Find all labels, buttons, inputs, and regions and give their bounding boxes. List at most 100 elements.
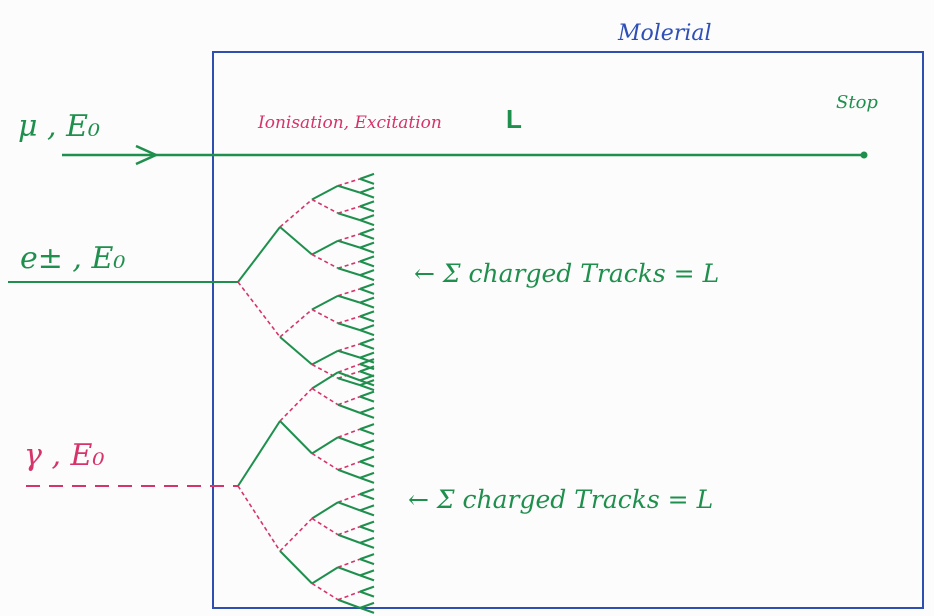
- shower-track: [337, 178, 361, 187]
- shower-track-end: [359, 601, 375, 609]
- shower-track: [337, 370, 361, 380]
- shower-track: [337, 233, 361, 242]
- shower-track-end: [359, 423, 375, 431]
- shower-track: [237, 226, 281, 283]
- shower-track-end: [359, 476, 375, 484]
- shower-track-end: [359, 329, 375, 337]
- shower-track: [311, 501, 339, 520]
- shower-track-end: [359, 219, 375, 227]
- shower-track-end: [359, 590, 375, 598]
- electron-charged-tracks-sum: ← Σ charged Tracks = L: [414, 259, 719, 288]
- shower-track-end: [359, 471, 375, 479]
- photon-shower: [237, 358, 375, 614]
- shower-track-end: [359, 574, 375, 582]
- shower-track: [337, 428, 361, 439]
- shower-track: [337, 294, 361, 304]
- shower-track: [337, 525, 361, 536]
- shower-track: [337, 260, 361, 270]
- shower-track-end: [359, 525, 375, 533]
- shower-track: [337, 349, 361, 359]
- shower-track-end: [359, 324, 375, 332]
- shower-track-end: [359, 232, 375, 240]
- shower-track: [311, 349, 339, 366]
- shower-track: [311, 436, 339, 455]
- shower-track: [337, 468, 361, 479]
- shower-track: [337, 377, 361, 387]
- shower-track-end: [359, 411, 375, 419]
- muon-label: μ , E₀: [18, 109, 100, 144]
- shower-track-end: [359, 214, 375, 222]
- shower-track: [279, 387, 313, 422]
- shower-track-end: [359, 384, 375, 392]
- shower-track-end: [359, 315, 375, 323]
- shower-track: [337, 590, 361, 601]
- shower-track: [279, 308, 313, 338]
- muon-stop-point: [860, 151, 868, 159]
- shower-track: [237, 281, 281, 338]
- shower-track-end: [359, 488, 375, 496]
- shower-track-end: [359, 342, 375, 350]
- shower-track-end: [359, 351, 375, 359]
- shower-track: [279, 198, 313, 228]
- shower-track: [337, 598, 361, 609]
- shower-track-end: [359, 287, 375, 295]
- shower-track: [337, 501, 361, 512]
- shower-track: [337, 460, 361, 471]
- shower-track-end: [359, 520, 375, 528]
- shower-track: [337, 184, 361, 194]
- shower-track: [311, 582, 339, 601]
- shower-track-end: [359, 310, 375, 318]
- shower-track-end: [359, 205, 375, 213]
- shower-track: [337, 363, 361, 374]
- shower-track: [337, 566, 361, 577]
- shower-track: [337, 395, 361, 406]
- shower-track-end: [359, 200, 375, 208]
- shower-track-end: [359, 444, 375, 452]
- shower-track-end: [359, 390, 375, 398]
- electron-shower: [237, 172, 375, 392]
- stop-label: Stop: [836, 92, 878, 113]
- shower-track-end: [359, 274, 375, 282]
- shower-track: [311, 294, 339, 311]
- photon-charged-tracks-sum: ← Σ charged Tracks = L: [408, 485, 713, 514]
- length-symbol-muon: L: [506, 104, 522, 134]
- shower-track: [311, 363, 339, 379]
- shower-track: [279, 226, 313, 256]
- shower-track-end: [359, 358, 375, 366]
- shower-track: [237, 420, 281, 487]
- shower-track-end: [359, 241, 375, 249]
- shower-track: [337, 267, 361, 277]
- shower-track-end: [359, 177, 375, 185]
- shower-track: [311, 184, 339, 201]
- material-label: Molerial: [617, 21, 712, 46]
- shower-track-end: [359, 536, 375, 544]
- shower-track: [337, 288, 361, 297]
- material-box: [212, 51, 924, 609]
- shower-track-end: [359, 558, 375, 566]
- shower-track: [279, 550, 313, 585]
- shower-track-end: [359, 406, 375, 414]
- shower-track: [311, 239, 339, 256]
- shower-track-end: [359, 428, 375, 436]
- shower-track-end: [359, 337, 375, 345]
- shower-track: [337, 239, 361, 249]
- shower-track-end: [359, 282, 375, 290]
- shower-track: [279, 420, 313, 455]
- shower-track: [337, 403, 361, 414]
- shower-track: [311, 308, 339, 324]
- shower-track: [337, 371, 361, 382]
- shower-track-end: [359, 553, 375, 561]
- shower-track-end: [359, 301, 375, 309]
- shower-track: [279, 517, 313, 552]
- shower-track-end: [359, 606, 375, 614]
- shower-track-end: [359, 246, 375, 254]
- shower-track: [337, 315, 361, 325]
- shower-track: [337, 343, 361, 352]
- shower-track: [311, 253, 339, 269]
- shower-track: [337, 533, 361, 544]
- shower-track: [279, 336, 313, 366]
- shower-track-end: [359, 255, 375, 263]
- shower-track-end: [359, 379, 375, 387]
